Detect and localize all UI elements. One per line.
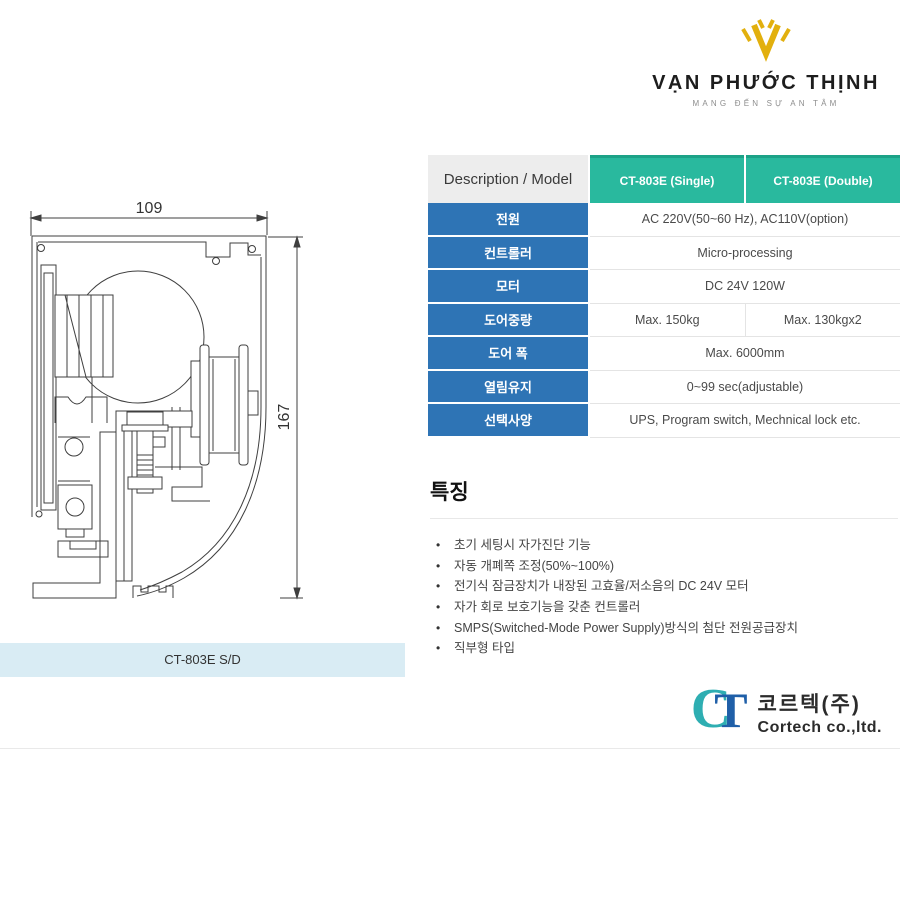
feature-text: 직부형 타입 bbox=[454, 641, 515, 656]
brand-name: VẠN PHƯỚC THỊNH bbox=[652, 72, 880, 94]
spec-table-header: Description / Model CT-803E (Single) CT-… bbox=[428, 155, 900, 203]
feature-text: 전기식 잠금장치가 내장된 고효율/저소음의 DC 24V 모터 bbox=[454, 579, 749, 594]
spec-row-values: AC 220V(50~60 Hz), AC110V(option) bbox=[590, 203, 900, 237]
spec-row-label: 모터 bbox=[428, 270, 588, 304]
spec-row-value: UPS, Program switch, Mechnical lock etc. bbox=[629, 413, 861, 428]
spec-row: 도어중량 Max. 150kg Max. 130kgx2 bbox=[428, 303, 900, 337]
feature-item: • 자동 개폐쪽 조정(50%~100%) bbox=[430, 558, 898, 573]
feature-item: • 직부형 타입 bbox=[430, 641, 898, 656]
spec-row-value-single: Max. 150kg bbox=[634, 312, 700, 327]
feature-text: 초기 세팅시 자가진단 기능 bbox=[454, 538, 591, 552]
spec-row-value: 0~99 sec(adjustable) bbox=[686, 379, 804, 394]
brand-tagline: MANG ĐẾN SỰ AN TÂM bbox=[692, 99, 840, 108]
cortech-korean-name: 코르텍(주) bbox=[757, 693, 861, 716]
spec-row-value: AC 220V(50~60 Hz), AC110V(option) bbox=[641, 212, 849, 227]
ct-monogram: CT bbox=[691, 681, 748, 746]
ct-letter-c: C bbox=[690, 678, 732, 740]
spec-row-label: 전원 bbox=[428, 203, 588, 237]
feature-text: 자가 회로 보호기능을 갖춘 컨트롤러 bbox=[454, 599, 641, 614]
footer-divider bbox=[0, 748, 900, 749]
feature-item: • 자가 회로 보호기능을 갖춘 컨트롤러 bbox=[430, 599, 898, 614]
spec-row: 컨트롤러 Micro-processing bbox=[428, 236, 900, 270]
brand-logo: VẠN PHƯỚC THỊNH MANG ĐẾN SỰ AN TÂM bbox=[638, 16, 894, 108]
spec-row-values: Micro-processing bbox=[590, 237, 900, 270]
feature-text: 자동 개폐쪽 조정(50%~100%) bbox=[454, 558, 615, 573]
features-title: 특징 bbox=[430, 481, 469, 504]
spec-header-description: Description / Model bbox=[428, 155, 588, 203]
spec-row-values: Max. 6000mm bbox=[590, 337, 900, 371]
spec-row-label: 열림유지 bbox=[428, 370, 588, 404]
spec-row-label: 선택사양 bbox=[428, 404, 588, 438]
spec-row-value-double: Max. 130kgx2 bbox=[744, 303, 900, 336]
stylized-v-icon bbox=[741, 19, 791, 62]
cortech-logo: CT 코르텍(주) Cortech co.,ltd. bbox=[691, 681, 882, 746]
features-section: 특징 • 초기 세팅시 자가진단 기능 • 자동 개폐쪽 조정(50%~100%) • 전… bbox=[430, 476, 898, 663]
spec-row: 모터 DC 24V 120W bbox=[428, 270, 900, 304]
bullet-icon: • bbox=[436, 558, 441, 573]
feature-item: • 전기식 잠금장치가 내장된 고효율/저소음의 DC 24V 모터 bbox=[430, 580, 898, 593]
bullet-icon: • bbox=[436, 641, 441, 656]
spec-table: Description / Model CT-803E (Single) CT-… bbox=[428, 155, 900, 438]
ct-letter-t: T bbox=[714, 682, 748, 738]
feature-text: SMPS(Switched-Mode Power Supply)방식의 첨단 전… bbox=[454, 620, 798, 635]
spec-row-value: DC 24V 120W bbox=[705, 279, 785, 294]
cross-section-drawing: 109 167 bbox=[0, 185, 420, 655]
spec-row: 열림유지 0~99 sec(adjustable) bbox=[428, 370, 900, 404]
spec-row: 선택사양 UPS, Program switch, Mechnical lock … bbox=[428, 404, 900, 438]
bullet-icon: • bbox=[436, 620, 441, 635]
drawing-caption: CT-803E S/D bbox=[0, 643, 405, 677]
spec-row-values: 0~99 sec(adjustable) bbox=[590, 371, 900, 404]
spec-row-value: Max. 6000mm bbox=[705, 346, 785, 361]
bullet-icon: • bbox=[436, 538, 441, 552]
spec-row-label: 컨트롤러 bbox=[428, 236, 588, 270]
bullet-icon: • bbox=[436, 599, 441, 614]
spec-row-label: 도어중량 bbox=[428, 303, 588, 337]
features-divider bbox=[430, 518, 898, 519]
cortech-company-name: Cortech co.,ltd. bbox=[757, 719, 882, 736]
dim-height-label: 167 bbox=[276, 404, 293, 431]
features-list: • 초기 세팅시 자가진단 기능 • 자동 개폐쪽 조정(50%~100%) • 전기식 … bbox=[430, 538, 898, 656]
spec-header-col-double: CT-803E (Double) bbox=[746, 155, 900, 203]
spec-row: 도어 폭 Max. 6000mm bbox=[428, 337, 900, 371]
spec-row-values: UPS, Program switch, Mechnical lock etc. bbox=[590, 404, 900, 438]
spec-row-value: Micro-processing bbox=[697, 245, 793, 260]
dim-width-label: 109 bbox=[136, 200, 163, 217]
feature-item: • SMPS(Switched-Mode Power Supply)방식의 첨단 … bbox=[430, 620, 898, 635]
spec-row-label: 도어 폭 bbox=[428, 337, 588, 371]
spec-header-col-single: CT-803E (Single) bbox=[590, 155, 744, 203]
feature-item: • 초기 세팅시 자가진단 기능 bbox=[430, 538, 898, 552]
spec-row-values: Max. 150kg Max. 130kgx2 bbox=[590, 303, 900, 337]
spec-row: 전원 AC 220V(50~60 Hz), AC110V(option) bbox=[428, 203, 900, 237]
spec-row-values: DC 24V 120W bbox=[590, 270, 900, 304]
bullet-icon: • bbox=[436, 579, 441, 594]
